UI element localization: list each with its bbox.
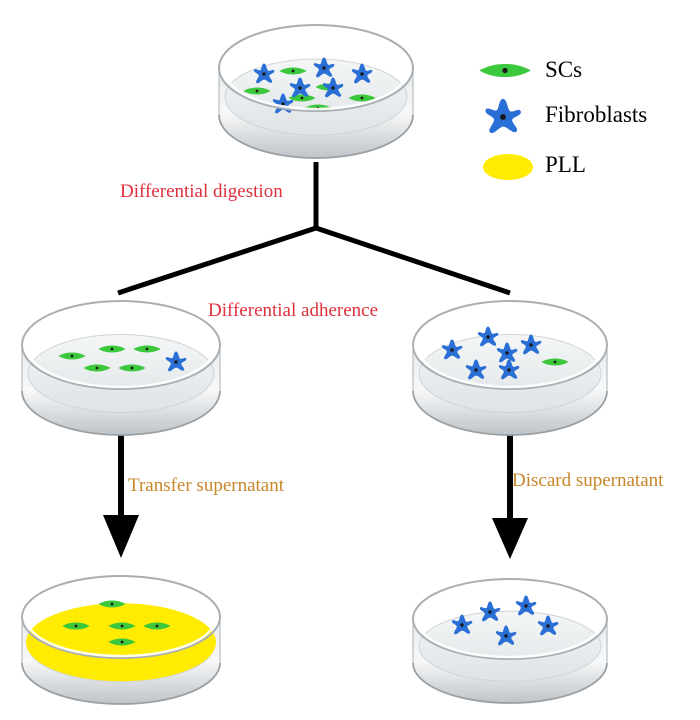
dish-base-edge [218, 114, 414, 159]
legend-fibroblasts-label: Fibroblasts [545, 102, 648, 127]
dish-rim-outer [412, 300, 608, 390]
flow-connectors [103, 162, 528, 559]
left-arrowhead [103, 515, 139, 558]
pll-coating-icon [483, 154, 533, 180]
sc-pll-dish [21, 575, 221, 705]
dish-rim-outer [21, 575, 221, 659]
dish-rim-outer [21, 300, 221, 390]
dish-rim-outer [218, 24, 414, 112]
dish-rim-highlight [416, 305, 604, 389]
right-arrowhead [492, 518, 528, 559]
dish-floor [27, 334, 215, 414]
sc-enriched-dish [21, 300, 221, 436]
dish-base-edge [21, 662, 221, 705]
dish-base-edge [21, 390, 221, 436]
legend-scs-label: SCs [545, 57, 583, 82]
dish-rim-highlight [25, 305, 217, 389]
petri-dishes [21, 24, 608, 705]
branch-left-line [117, 225, 317, 296]
discard-supernatant-label: Discard supernatant [512, 470, 664, 491]
dish-base-edge [412, 662, 608, 704]
legend-icons [479, 63, 533, 180]
branch-right-line [315, 225, 511, 296]
dish-rim-highlight [25, 580, 217, 658]
dish-rim-highlight [222, 29, 410, 111]
sc-cell-icon [479, 63, 531, 78]
dish-rim-highlight [416, 583, 604, 659]
differential-digestion-label: Differential digestion [120, 181, 283, 202]
fibroblast-enriched-dish [412, 300, 608, 436]
fibroblast-cell-icon [485, 98, 521, 134]
dish-rim-outer [412, 578, 608, 660]
dish-base-edge [412, 390, 608, 436]
fibroblast-final-dish [412, 578, 608, 704]
transfer-supernatant-label: Transfer supernatant [128, 475, 285, 496]
differential-adherence-label: Differential adherence [208, 300, 379, 321]
legend-pll-label: PLL [545, 152, 586, 177]
mixed-culture-dish [218, 24, 414, 159]
